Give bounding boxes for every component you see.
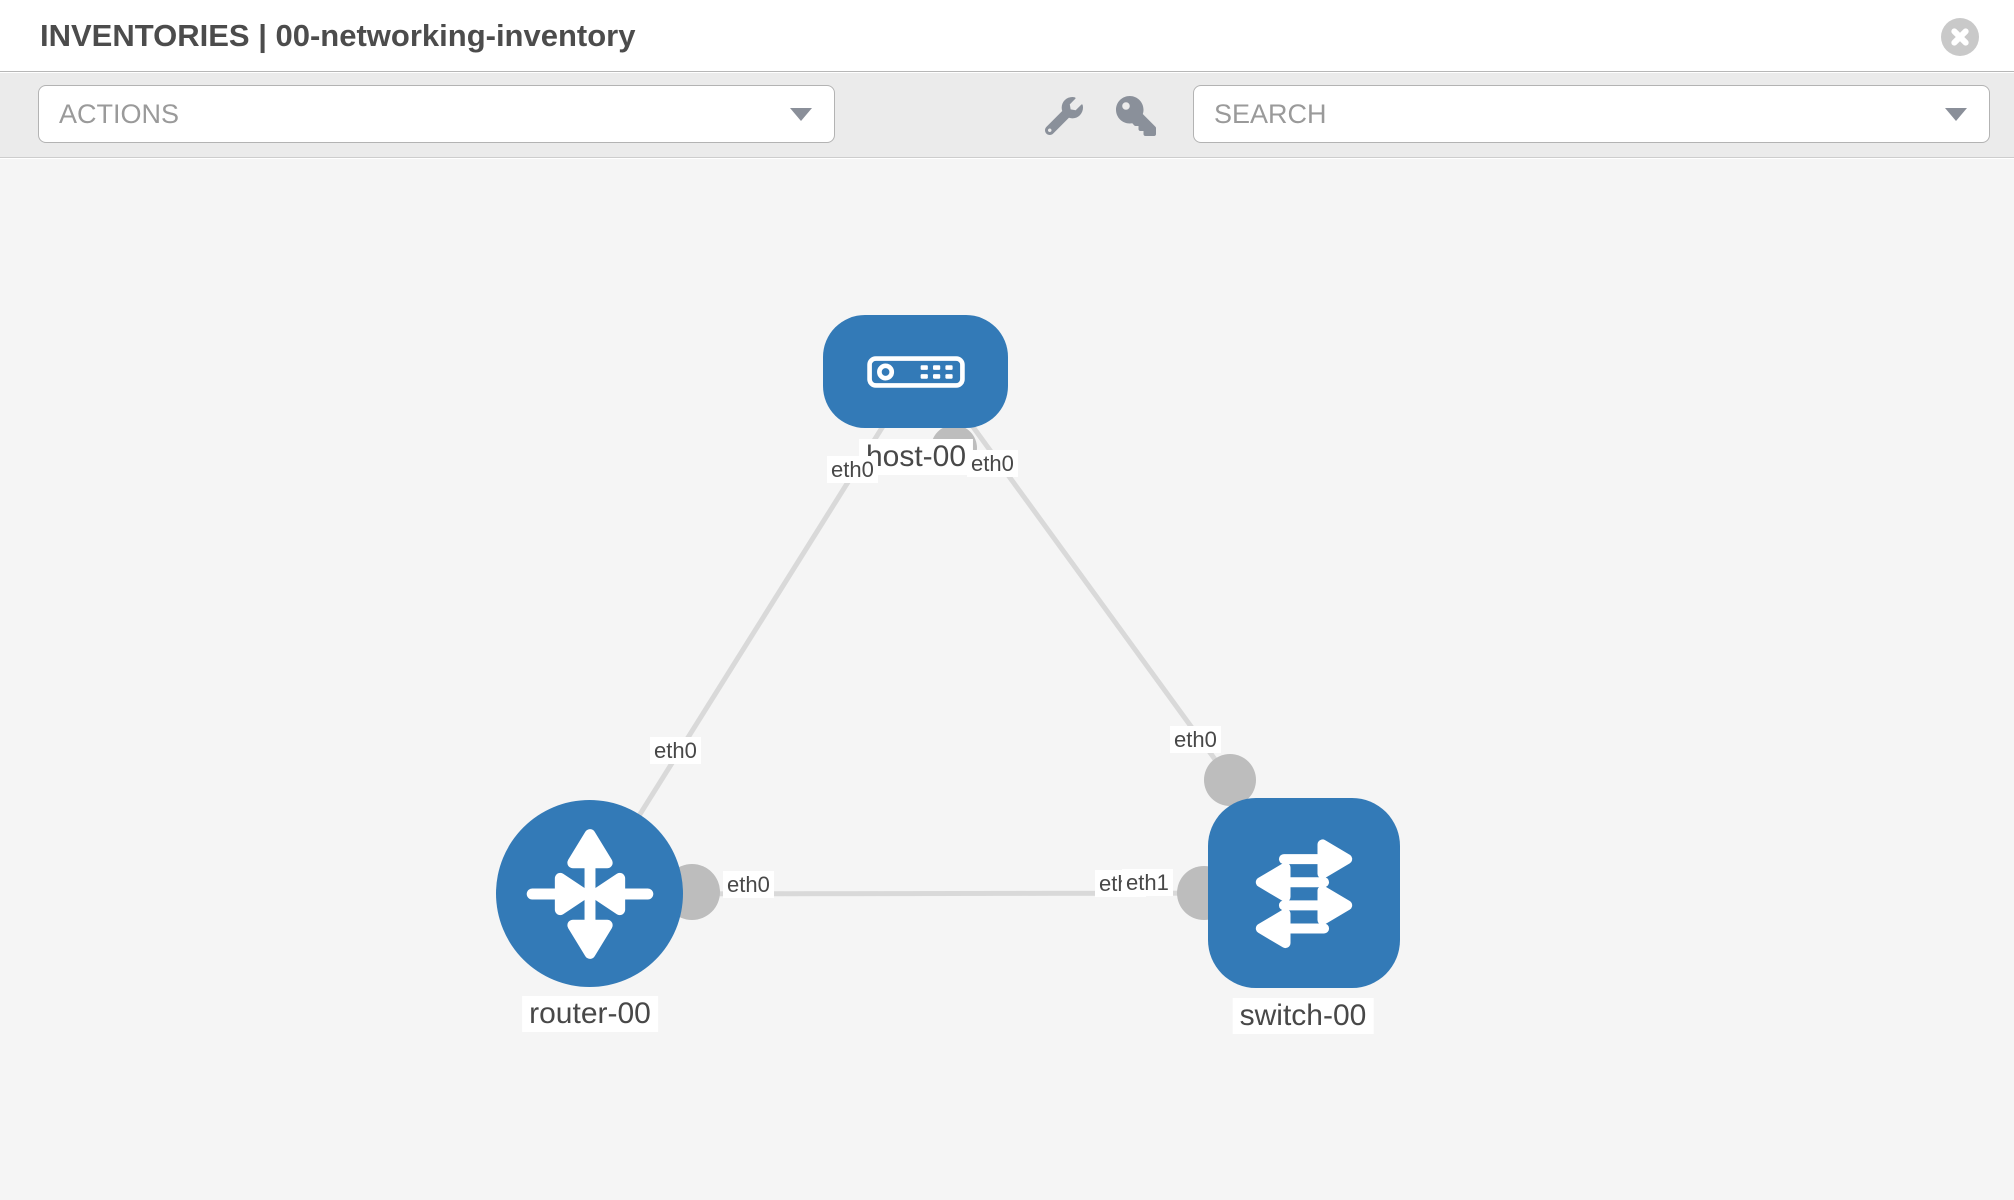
search-dropdown[interactable]: SEARCH xyxy=(1193,85,1990,143)
link-host-switch[interactable] xyxy=(965,418,1233,782)
host-icon xyxy=(866,355,965,388)
router-icon xyxy=(526,828,653,959)
caret-down-icon xyxy=(790,108,812,121)
caret-down-icon xyxy=(1945,108,1967,121)
topology-canvas[interactable]: host-00 router-00 switch-00 eth0 eth0 et… xyxy=(0,159,2014,1200)
node-label-switch: switch-00 xyxy=(1232,998,1374,1034)
wrench-icon xyxy=(1045,97,1083,135)
port-connector xyxy=(1204,754,1256,806)
page-header: INVENTORIES | 00-networking-inventory xyxy=(0,0,2014,72)
node-label-router: router-00 xyxy=(522,996,658,1032)
actions-dropdown[interactable]: ACTIONS xyxy=(38,85,835,143)
switch-icon xyxy=(1255,839,1353,949)
interface-label: eth0 xyxy=(650,737,701,765)
interface-label: eth0 xyxy=(1170,726,1221,754)
interface-label: eth0 xyxy=(967,450,1018,478)
close-button[interactable] xyxy=(1941,18,1979,56)
page-title: INVENTORIES | 00-networking-inventory xyxy=(40,18,636,53)
topology-links xyxy=(587,413,1305,897)
credentials-button[interactable] xyxy=(1114,94,1158,138)
interface-label: eth0 xyxy=(723,871,774,899)
search-dropdown-label: SEARCH xyxy=(1214,99,1327,129)
configure-button[interactable] xyxy=(1042,94,1086,138)
node-label-host: host-00 xyxy=(858,439,974,475)
node-switch-00[interactable] xyxy=(1208,798,1400,988)
actions-dropdown-label: ACTIONS xyxy=(59,99,180,129)
key-icon xyxy=(1116,96,1156,136)
interface-label: eth1 xyxy=(1122,869,1173,897)
interface-label: eth0 xyxy=(827,456,878,484)
toolbar: ACTIONS SEARCH xyxy=(0,73,2014,158)
node-host-00[interactable] xyxy=(823,315,1008,428)
node-router-00[interactable] xyxy=(496,800,683,987)
